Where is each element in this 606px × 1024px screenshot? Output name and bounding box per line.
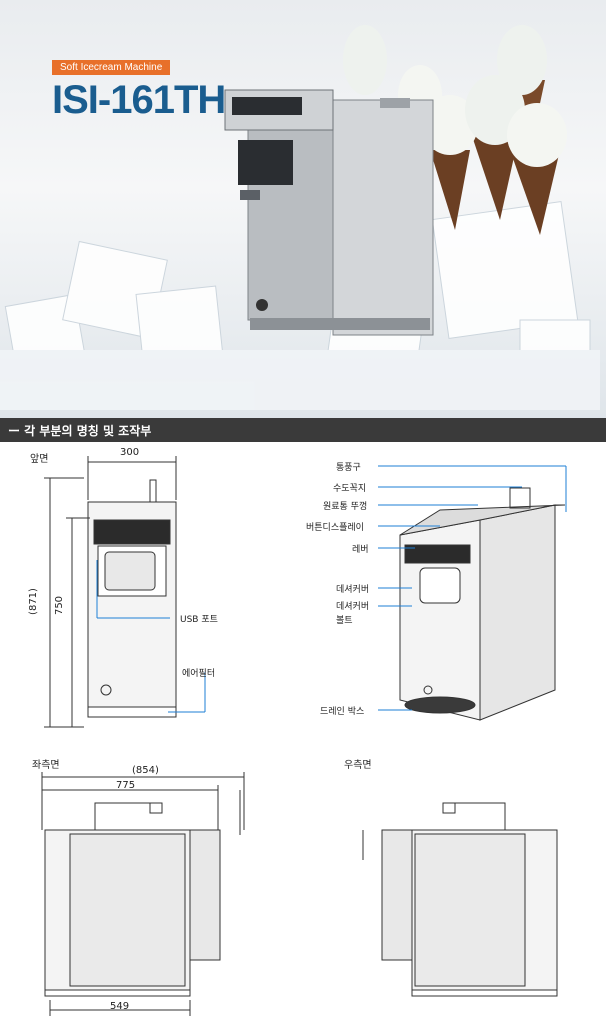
- front-total-height-dimension: (871): [27, 588, 39, 615]
- front-body-height-dimension: 750: [54, 595, 66, 616]
- callout-faucet: 수도꼭지: [333, 484, 367, 494]
- model-title: ISI-161TH: [52, 78, 226, 122]
- callout-dasher-cover: 데셔커버: [336, 585, 370, 595]
- callout-dasher-cover-bolt: 데셔커버 볼트: [336, 602, 370, 626]
- right-view-title: 우측면: [344, 760, 372, 771]
- product-category-badge: Soft Icecream Machine: [52, 60, 171, 75]
- callout-lever: 레버: [352, 545, 369, 555]
- hero-banner: Soft Icecream Machine ISI-161TH: [0, 0, 606, 418]
- callout-drain-box: 드레인 박스: [320, 707, 365, 717]
- section-title: ー 각 부분의 명칭 및 조작부: [8, 424, 152, 438]
- usb-port-label: USB 포트: [180, 615, 218, 625]
- callout-vent: 통풍구: [336, 463, 361, 473]
- left-view-title: 좌측면: [32, 760, 60, 771]
- front-width-dimension: 300: [120, 447, 140, 458]
- section-header-bar: [0, 418, 606, 442]
- callout-button-display: 버튼디스플레이: [306, 523, 364, 533]
- air-filter-label: 에어필터: [182, 669, 216, 679]
- left-total-depth-dimension: (854): [132, 765, 159, 776]
- callout-hopper-lid: 원료통 뚜껑: [323, 502, 368, 512]
- hero-illustration: [0, 25, 600, 410]
- left-base-width-dimension: 549: [110, 1001, 130, 1012]
- front-view-title: 앞면: [30, 454, 49, 465]
- left-main-depth-dimension: 775: [116, 780, 136, 791]
